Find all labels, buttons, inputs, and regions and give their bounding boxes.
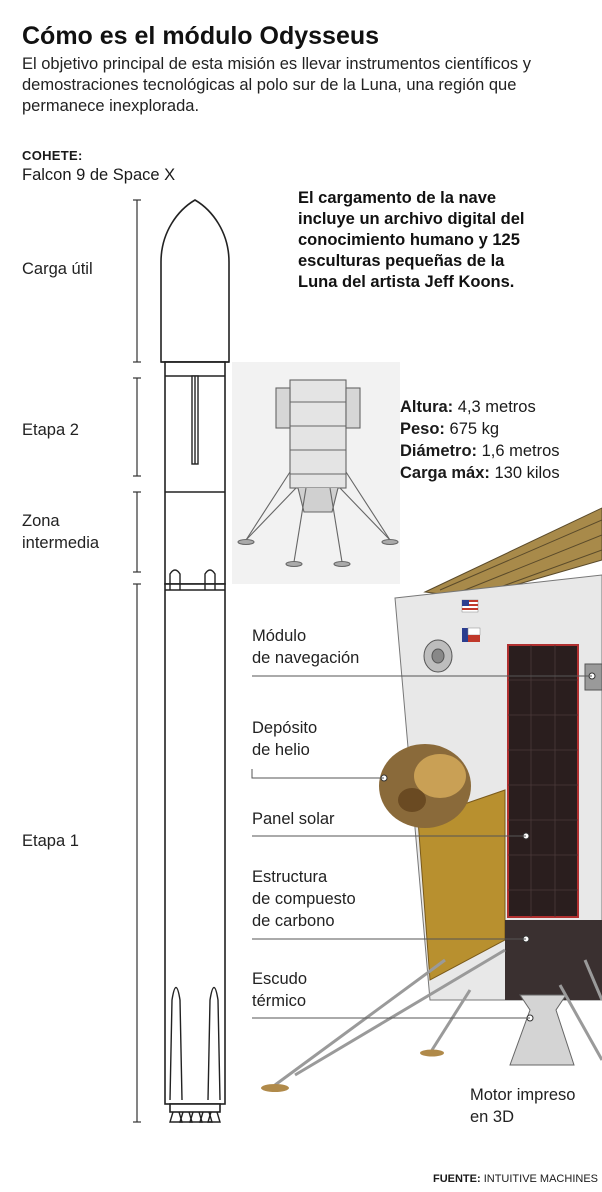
part-label-navigation-module-line-1: Módulo [252,627,307,645]
spec-list: Altura: 4,3 metros Peso: 675 kg Diámetro… [400,396,560,484]
lander-small-illustration [232,362,400,584]
part-label-solar-panel: Panel solar [252,810,335,828]
helium-tank [379,744,471,828]
part-label-carbon-structure-line-1: Estructura [252,868,328,886]
falcon9-rocket-illustration [133,199,230,1123]
part-label-carbon-structure: Estructura de compuesto de carbono [252,866,356,932]
spec-max-payload-value: 130 kilos [494,464,560,482]
lander-large-illustration [261,507,602,1092]
cargo-note: El cargamento de la nave incluye un arch… [298,189,525,291]
spec-height-value: 4,3 metros [457,398,536,416]
part-label-3d-engine: Motor impreso en 3D [470,1084,575,1128]
spec-diameter: Diámetro: 1,6 metros [400,440,560,462]
navigation-antenna [423,639,602,691]
usa-flag-icon [461,599,479,613]
segment-label-interstage-line-2: intermedia [22,534,100,552]
part-label-helium-tank-line-2: de helio [252,741,310,759]
source-credit: FUENTE: INTUITIVE MACHINES [433,1173,598,1185]
segment-label-payload: Carga útil [22,260,93,278]
spec-weight-key: Peso: [400,420,445,438]
landing-legs [274,948,602,1087]
rocket-dimension-brackets [133,199,141,1123]
segment-label-stage-1: Etapa 1 [22,832,79,850]
source-value: INTUITIVE MACHINES [483,1173,598,1185]
rocket-details [161,361,229,1123]
segment-label-interstage-line-1: Zona [22,512,60,530]
part-label-carbon-structure-line-2: de compuesto [252,890,356,908]
spec-diameter-key: Diámetro: [400,442,478,460]
spec-weight: Peso: 675 kg [400,418,560,440]
page-title: Cómo es el módulo Odysseus [22,22,380,50]
part-label-heat-shield-line-2: térmico [252,992,307,1010]
solar-cells [508,645,578,917]
spec-diameter-value: 1,6 metros [481,442,560,460]
spec-height-key: Altura: [400,398,454,416]
part-label-heat-shield: Escudo térmico [252,968,307,1012]
part-label-navigation-module-line-2: de navegación [252,649,360,667]
segment-label-interstage: Zona intermedia [22,510,99,554]
spec-weight-value: 675 kg [449,420,500,438]
rocket-body [160,199,230,1113]
source-key: FUENTE: [432,1173,481,1185]
part-label-carbon-structure-line-3: de carbono [252,912,335,930]
segment-label-stage-2: Etapa 2 [22,421,79,439]
spec-height: Altura: 4,3 metros [400,396,560,418]
spec-max-payload: Carga máx: 130 kilos [400,462,560,484]
part-label-helium-tank: Depósito de helio [252,717,317,761]
part-label-heat-shield-line-1: Escudo [252,970,308,988]
part-label-helium-tank-line-1: Depósito [252,719,318,737]
part-label-3d-engine-line-2: en 3D [470,1108,515,1126]
rocket-name: Falcon 9 de Space X [22,166,176,184]
rocket-heading: COHETE: [22,148,83,163]
part-label-3d-engine-line-1: Motor impreso [470,1086,576,1104]
part-label-navigation-module: Módulo de navegación [252,625,359,669]
texas-flag-icon [462,627,481,642]
spec-max-payload-key: Carga máx: [400,464,490,482]
intro-paragraph: El objetivo principal de esta misión es … [22,55,531,115]
